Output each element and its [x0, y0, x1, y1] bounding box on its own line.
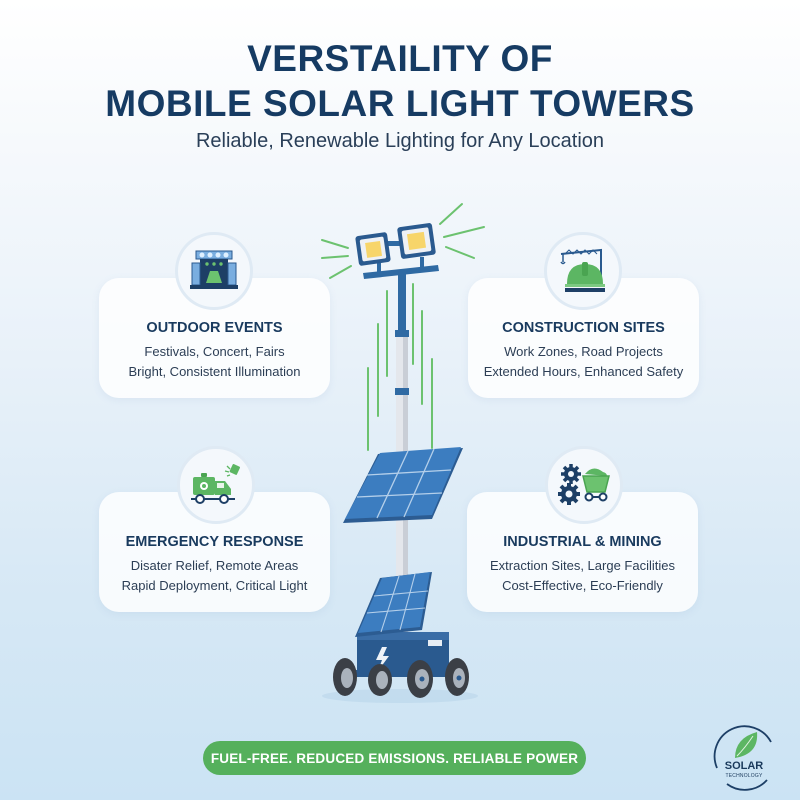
card-line-2: Bright, Consistent Illumination [128, 364, 301, 379]
card-line-1: Work Zones, Road Projects [504, 344, 663, 359]
card-line-2: Extended Hours, Enhanced Safety [483, 364, 684, 379]
card-line-1: Disater Relief, Remote Areas [130, 558, 299, 573]
stage-icon-badge [175, 232, 253, 310]
trailer-base [333, 572, 469, 698]
leaf-icon [735, 732, 758, 758]
upper-solar-panel [343, 447, 463, 523]
gears-minecart-icon [558, 464, 610, 505]
industrial-icon-badge [545, 446, 623, 524]
stage-icon [190, 250, 238, 289]
construction-icon-badge [544, 232, 622, 310]
floodlight-right [397, 223, 436, 259]
emergency-truck-icon [191, 464, 240, 504]
solar-technology-logo: SOLAR TECHNOLOGY [707, 722, 781, 792]
card-line-2: Cost-Effective, Eco-Friendly [502, 578, 663, 593]
card-line-2: Rapid Deployment, Critical Light [121, 578, 308, 593]
page-title-line-2: MOBILE SOLAR LIGHT TOWERS [105, 83, 695, 124]
wheels [333, 658, 469, 698]
card-line-1: Festivals, Concert, Fairs [144, 344, 285, 359]
logo-text-secondary: TECHNOLOGY [725, 773, 763, 779]
page-subtitle: Reliable, Renewable Lighting for Any Loc… [195, 130, 605, 152]
card-title: EMERGENCY RESPONSE [125, 534, 304, 550]
card-emergency-response: EMERGENCY RESPONSE Disater Relief, Remot… [99, 492, 330, 612]
card-title: OUTDOOR EVENTS [146, 320, 283, 336]
page-title-line-1: VERSTAILITY OF [247, 38, 553, 79]
light-rays-icon [321, 203, 485, 451]
floodlight-left [355, 232, 391, 266]
hardhat-crane-icon [560, 248, 605, 292]
emergency-icon-badge [177, 446, 255, 524]
logo-text-primary: SOLAR [724, 760, 764, 772]
card-industrial-mining: INDUSTRIAL & MINING Extraction Sites, La… [467, 492, 698, 612]
card-title: CONSTRUCTION SITES [502, 320, 665, 336]
tagline-banner: FUEL-FREE. REDUCED EMISSIONS. RELIABLE P… [203, 741, 586, 775]
card-title: INDUSTRIAL & MINING [503, 534, 662, 550]
card-line-1: Extraction Sites, Large Facilities [490, 558, 675, 573]
